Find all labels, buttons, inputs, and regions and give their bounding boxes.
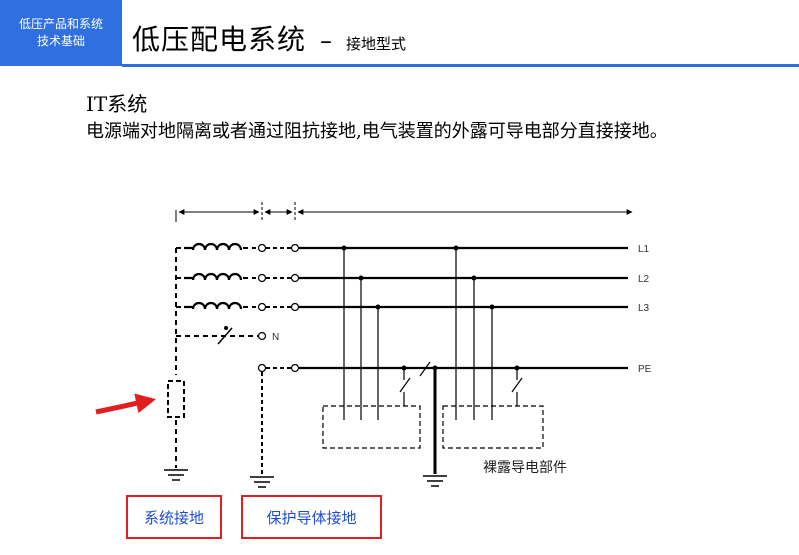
equipment-frame-1 (322, 405, 421, 449)
source-neutral-dashed (175, 247, 258, 468)
title-rule (122, 64, 799, 67)
neutral-switch (217, 327, 233, 345)
equipment-frame-2 (442, 405, 544, 449)
section-description: 电源端对地隔离或者通过阻抗接地,电气装置的外露可导电部分直接接地。 (86, 121, 668, 142)
conductor-label-pe: PE (638, 364, 652, 375)
conductor-label-l3: L3 (638, 303, 650, 314)
equipment-drops (343, 248, 493, 420)
corner-badge: 低压产品和系统 技术基础 (0, 0, 122, 66)
earth-symbol-pe (423, 475, 447, 487)
conductor-label-l2: L2 (638, 274, 650, 285)
earthing-impedance (167, 380, 185, 418)
earth-symbol-source (164, 469, 188, 481)
title-dash: – (320, 27, 333, 55)
conductor-label-l1: L1 (638, 244, 650, 255)
terminals (257, 243, 300, 373)
badge-line2: 技术基础 (36, 34, 85, 48)
section-heading: IT系统 (86, 92, 148, 116)
red-pointer-arrow (95, 393, 156, 415)
dimension-arrows (175, 202, 633, 222)
system-earthing-callout: 系统接地 (126, 495, 222, 539)
main-conductors (299, 246, 628, 370)
terminal-links (261, 247, 291, 475)
page-subtitle: 接地型式 (346, 35, 407, 53)
neutral-label: N (272, 332, 279, 343)
protective-earthing-callout: 保护导体接地 (241, 495, 382, 539)
exposed-parts-label: 裸露导电部件 (483, 460, 567, 476)
page-title: 低压配电系统 (132, 23, 307, 56)
source-windings (184, 242, 243, 310)
badge-line1: 低压产品和系统 (18, 17, 103, 31)
junction-dots (341, 245, 520, 371)
title-row: 低压配电系统 – 接地型式 (132, 18, 406, 58)
neutral-switch-dot (224, 326, 228, 330)
pe-taps (399, 361, 523, 406)
earth-symbol-pe-dashed (250, 476, 274, 488)
